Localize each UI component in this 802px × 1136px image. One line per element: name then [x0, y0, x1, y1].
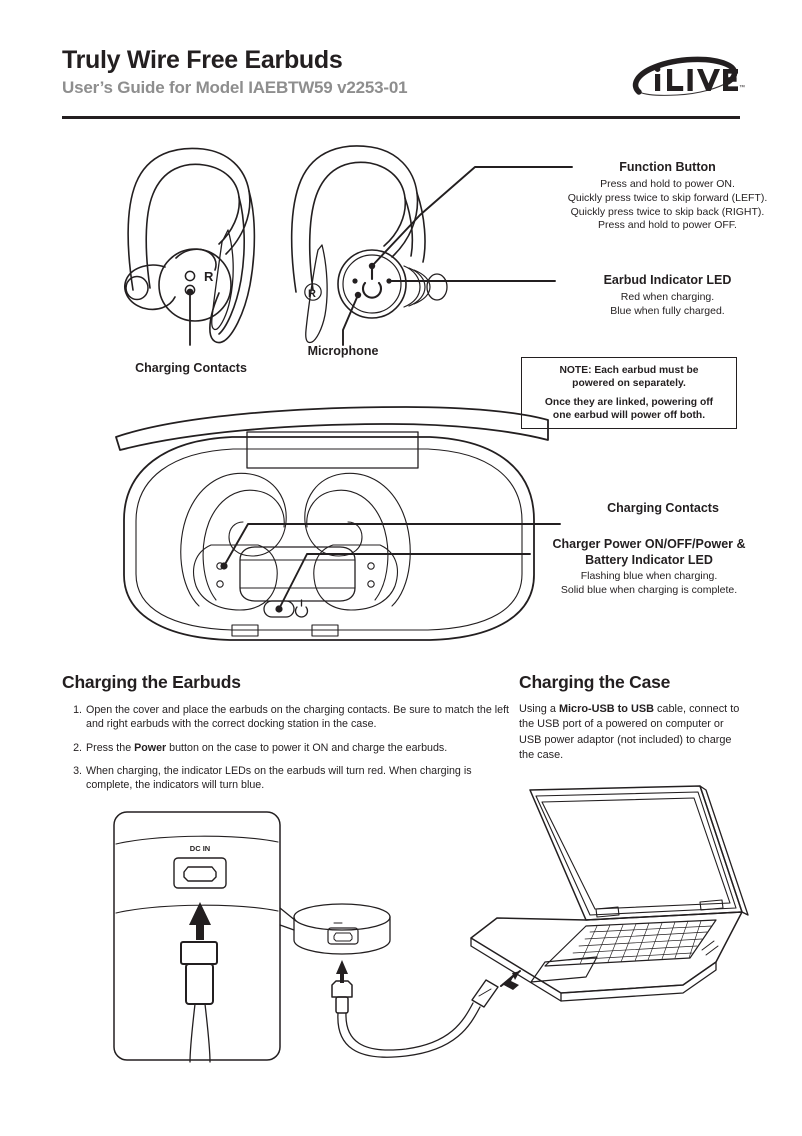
note-line-3: Once they are linked, powering off — [544, 396, 714, 408]
callout-earbud-indicator-line-1: Red when charging. — [620, 290, 715, 303]
section-heading-charging-case: Charging the Case — [519, 672, 671, 692]
step-number-1: 1. — [73, 704, 82, 716]
document-header: Truly Wire Free Earbuds User’s Guide for… — [62, 48, 740, 118]
callout-charger-power-battery-led: Charger Power ON/OFF/Power & Battery Ind… — [520, 537, 778, 598]
callout-function-button-line-2: Quickly press twice to skip forward (LEF… — [567, 191, 768, 204]
charging-case-text-post: cable, connect to the USB port of a powe… — [519, 703, 740, 762]
callout-charger-power-heading-line-2: Battery Indicator LED — [585, 552, 713, 567]
right-earbud-art — [290, 145, 448, 344]
svg-text:™: ™ — [739, 84, 745, 91]
charging-case-text-bold: Micro-USB to USB — [558, 703, 654, 715]
step-text-1: Open the cover and place the earbuds on … — [86, 704, 510, 731]
section-heading-charging-earbuds: Charging the Earbuds — [62, 672, 241, 692]
laptop-art — [470, 785, 749, 1002]
callout-charger-power-line-1: Flashing blue when charging. — [580, 570, 718, 583]
label-microphone: Microphone — [307, 344, 379, 358]
svg-text:R: R — [308, 288, 316, 300]
callout-case-charging-contacts-heading: Charging Contacts — [607, 501, 719, 515]
note-line-1: NOTE: Each earbud must be — [559, 365, 699, 377]
step-text-2-pre: Press the — [86, 741, 135, 754]
callout-earbud-indicator-line-2: Blue when fully charged. — [610, 304, 725, 317]
callout-case-charging-contacts: Charging Contacts — [548, 501, 778, 517]
step-text-2-bold: Power — [134, 741, 167, 754]
callout-function-button-line-1: Press and hold to power ON. — [600, 177, 735, 190]
callout-charger-power-line-2: Solid blue when charging is complete. — [560, 584, 738, 597]
ilive-logo: ™ — [625, 52, 745, 108]
step-number-3: 3. — [73, 764, 82, 777]
charging-earbuds-steps: 1. Open the cover and place the earbuds … — [62, 703, 510, 802]
list-item: 2. Press the Power button on the case to… — [62, 741, 510, 755]
callout-function-button-heading: Function Button — [619, 160, 716, 174]
case-usb-illustration — [113, 811, 521, 1063]
charging-case-paragraph: Using a Micro-USB to USB cable, connect … — [519, 702, 745, 764]
callout-function-button-line-4: Press and hold to power OFF. — [598, 219, 737, 232]
list-item: 3. When charging, the indicator LEDs on … — [62, 764, 510, 793]
step-text-2-post: button on the case to power it ON and ch… — [166, 741, 448, 754]
page-subtitle: User’s Guide for Model IAEBTW59 v2253-01 — [62, 78, 408, 97]
list-item: 1. Open the cover and place the earbuds … — [62, 703, 510, 732]
callout-charger-power-heading-line-1: Charger Power ON/OFF/Power & — [552, 537, 746, 551]
note-line-4: one earbud will power off both. — [552, 409, 706, 421]
charging-case-art — [115, 406, 549, 641]
step-text-3: When charging, the indicator LEDs on the… — [86, 764, 472, 792]
charging-case-text-pre: Using a — [519, 703, 559, 715]
step-number-2: 2. — [73, 741, 82, 754]
header-divider — [62, 116, 740, 119]
callout-function-button: Function Button Press and hold to power … — [545, 160, 790, 233]
callout-earbud-indicator-led: Earbud Indicator LED Red when charging. … — [545, 273, 790, 319]
callout-function-button-line-3: Quickly press twice to skip back (RIGHT)… — [570, 205, 765, 218]
left-earbud-art — [124, 147, 256, 344]
note-box: NOTE: Each earbud must be powered on sep… — [521, 357, 737, 429]
label-charging-contacts-earbud: Charging Contacts — [135, 361, 247, 375]
dc-in-label: DC IN — [190, 844, 210, 853]
page-title: Truly Wire Free Earbuds — [62, 46, 343, 74]
callout-earbud-indicator-heading: Earbud Indicator LED — [603, 273, 732, 287]
svg-text:R: R — [204, 269, 214, 284]
note-line-2: powered on separately. — [572, 378, 686, 390]
